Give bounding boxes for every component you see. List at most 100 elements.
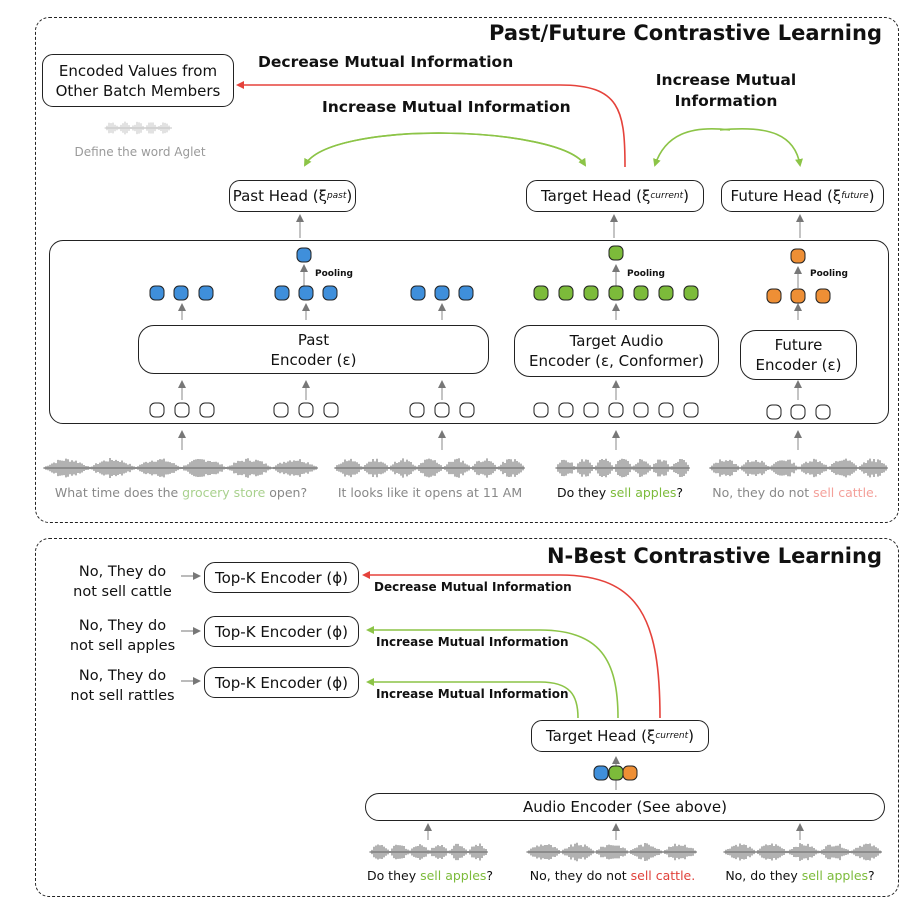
target-frame-embedding xyxy=(608,285,624,301)
past-frame-embedding xyxy=(322,285,338,301)
input-frame xyxy=(583,402,599,418)
target-frame-embedding xyxy=(658,285,674,301)
caption-highlight: sell cattle. xyxy=(630,868,696,883)
topk-encoder-box-3: Top-K Encoder (ϕ) xyxy=(204,667,359,698)
target-frame-embedding xyxy=(683,285,699,301)
input-frame xyxy=(434,402,450,418)
caption-segment: ? xyxy=(868,868,875,883)
head-label: Future Head (ξ xyxy=(730,187,842,205)
past-frame-embedding xyxy=(298,285,314,301)
hypothesis-1: No, They do not sell cattle xyxy=(73,564,172,600)
hypothesis-3: No, They do not sell rattles xyxy=(70,668,175,704)
input-frame xyxy=(409,402,425,418)
hypothesis-2: No, They do not sell apples xyxy=(69,618,176,654)
input-frame xyxy=(533,402,549,418)
negative-example-caption: Define the word Aglet xyxy=(74,145,206,159)
input-frame xyxy=(633,402,649,418)
input-frame xyxy=(323,402,339,418)
nbest-increase-arrow-1 xyxy=(366,626,619,719)
input-frame xyxy=(273,402,289,418)
target-caption: Do they sell apples? xyxy=(550,485,690,500)
head-label: Target Head (ξ xyxy=(540,187,651,205)
increase-mi-past-label: Increase Mutual Information xyxy=(322,98,571,116)
target-frame-embedding xyxy=(633,285,649,301)
input-frame xyxy=(459,402,475,418)
topk-encoder-box-1: Top-K Encoder (ϕ) xyxy=(204,562,359,593)
increase-mi-future-arrow-left xyxy=(653,128,731,167)
input-frame xyxy=(790,404,806,420)
caption-segment: ? xyxy=(676,485,684,500)
pooled-target-embedding xyxy=(608,245,624,261)
caption-segment: ? xyxy=(486,868,494,883)
relation-label-1: Decrease Mutual Information xyxy=(374,580,572,594)
pooling-label-past: Pooling xyxy=(315,269,353,279)
input-frame xyxy=(766,404,782,420)
caption-segment: No, they do not xyxy=(529,868,631,883)
past-future-title: Past/Future Contrastive Learning xyxy=(489,21,882,45)
increase-mi-target-arrowhead xyxy=(304,132,587,167)
nbest-caption-3: No, do they sell apples? xyxy=(715,868,885,883)
future-encoder-box: Future Encoder (ε) xyxy=(740,330,857,380)
combined-target-embedding xyxy=(608,765,624,781)
caption-segment: What time does the xyxy=(54,485,183,500)
caption-highlight: sell apples xyxy=(420,868,487,883)
caption-segment: No, they do not xyxy=(712,485,814,500)
pooled-past-embedding xyxy=(296,247,312,263)
topk-encoder-box-2: Top-K Encoder (ϕ) xyxy=(204,616,359,647)
head-label: Target Head (ξ xyxy=(545,727,656,745)
head-subscript: current xyxy=(650,191,684,201)
past-caption-1: What time does the grocery store open? xyxy=(44,485,318,500)
pooling-label-target: Pooling xyxy=(627,269,665,279)
head-subscript: current xyxy=(655,731,689,741)
future-frame-embedding xyxy=(815,288,831,304)
increase-mi-future-label: Increase Mutual Information xyxy=(655,71,797,110)
caption-segment: open? xyxy=(265,485,308,500)
past-frame-embedding xyxy=(434,285,450,301)
caption-highlight: sell apples xyxy=(801,868,869,883)
head-subscript: future xyxy=(841,191,869,201)
nbest-increase-arrow-2 xyxy=(366,678,579,719)
input-frame xyxy=(174,402,190,418)
pooling-label-future: Pooling xyxy=(810,269,848,279)
head-close: ) xyxy=(683,187,690,205)
caption-segment: No, do they xyxy=(725,868,802,883)
input-frame xyxy=(298,402,314,418)
target-audio-encoder-box: Target Audio Encoder (ε, Conformer) xyxy=(514,325,719,377)
encoder-region xyxy=(49,240,889,424)
audio-encoder-box: Audio Encoder (See above) xyxy=(365,793,885,821)
past-encoder-box: Past Encoder (ε) xyxy=(138,325,489,374)
future-frame-embedding xyxy=(766,288,782,304)
target-frame-embedding xyxy=(583,285,599,301)
past-frame-embedding xyxy=(274,285,290,301)
past-caption-2: It looks like it opens at 11 AM xyxy=(337,485,523,500)
future-frame-embedding xyxy=(790,288,806,304)
n-best-title: N-Best Contrastive Learning xyxy=(546,544,882,568)
nbest-decrease-arrow xyxy=(362,571,661,719)
caption-highlight: grocery store xyxy=(182,485,266,500)
increase-mi-future-arrow-right xyxy=(719,127,803,167)
combined-past-embedding xyxy=(593,765,609,781)
head-close: ) xyxy=(868,187,875,205)
decrease-mi-label: Decrease Mutual Information xyxy=(258,53,514,71)
input-frame xyxy=(558,402,574,418)
nbest-caption-2: No, they do not sell cattle. xyxy=(515,868,710,883)
caption-segment: Do they xyxy=(556,485,611,500)
input-frame xyxy=(683,402,699,418)
past-frame-embedding xyxy=(410,285,426,301)
caption-highlight: sell apples xyxy=(610,485,677,500)
relation-label-3: Increase Mutual Information xyxy=(376,687,569,701)
head-close: ) xyxy=(346,187,353,205)
past-frame-embedding xyxy=(173,285,189,301)
pooled-future-embedding xyxy=(790,248,806,264)
input-frame xyxy=(199,402,215,418)
decrease-mi-arrow xyxy=(236,81,626,168)
encoded-values-box: Encoded Values from Other Batch Members xyxy=(42,54,234,107)
future-caption: No, they do not sell cattle. xyxy=(705,485,885,500)
caption-segment: Do they xyxy=(366,868,421,883)
target-frame-embedding xyxy=(558,285,574,301)
relation-label-2: Increase Mutual Information xyxy=(376,635,569,649)
